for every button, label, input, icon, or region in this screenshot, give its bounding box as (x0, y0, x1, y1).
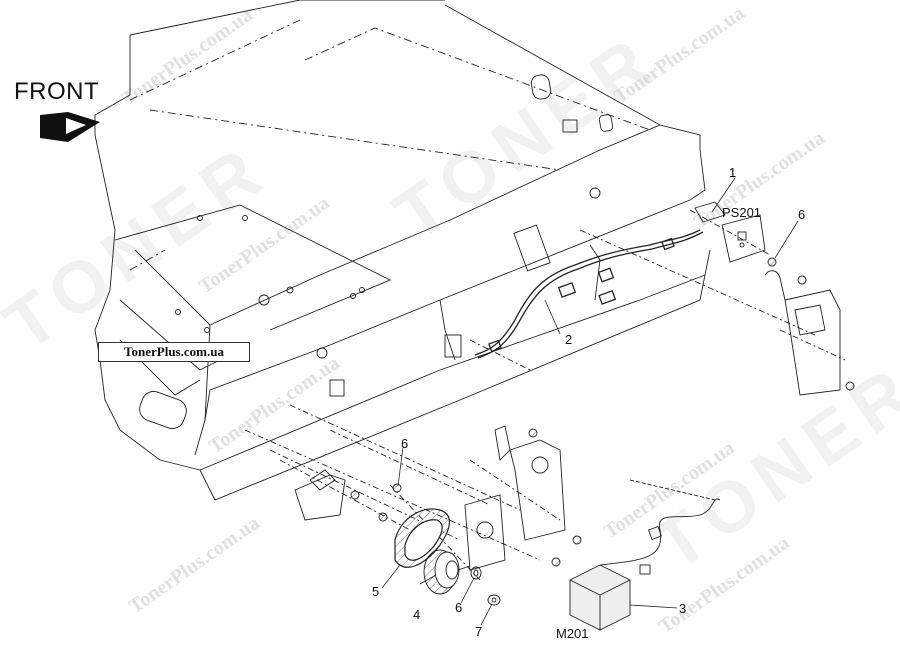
frame-outline (129, 19, 651, 271)
motor-m201 (569, 479, 721, 631)
watermark-badge: TonerPlus.com.ua (98, 342, 250, 362)
callout-6-right: 6 (798, 207, 806, 222)
assembly-lines (244, 209, 846, 581)
front-orientation-label: FRONT (14, 78, 100, 105)
callout-3: 3 (679, 601, 687, 616)
callout-6-center: 6 (401, 436, 409, 451)
e-ring (487, 594, 501, 606)
callout-1: 1 (729, 165, 737, 180)
sensor-ps201-bracket (694, 201, 766, 263)
motor-mount-bracket (464, 425, 582, 571)
leader-lines (381, 177, 799, 626)
timing-belt (394, 508, 450, 568)
shaft-collar (392, 483, 402, 493)
front-arrow-icon (40, 112, 100, 142)
washer (470, 566, 482, 580)
callout-5: 5 (372, 584, 380, 599)
callout-6-lower: 6 (455, 600, 463, 615)
callout-ps201: PS201 (722, 205, 762, 220)
callout-4: 4 (413, 607, 421, 622)
callout-2: 2 (565, 332, 573, 347)
right-bracket (764, 257, 855, 396)
callout-m201: M201 (556, 626, 589, 641)
drive-gear (423, 549, 471, 595)
wire-harness (474, 229, 704, 359)
main-frame (94, 0, 711, 501)
callout-7: 7 (475, 624, 483, 639)
left-bracket (294, 469, 388, 522)
